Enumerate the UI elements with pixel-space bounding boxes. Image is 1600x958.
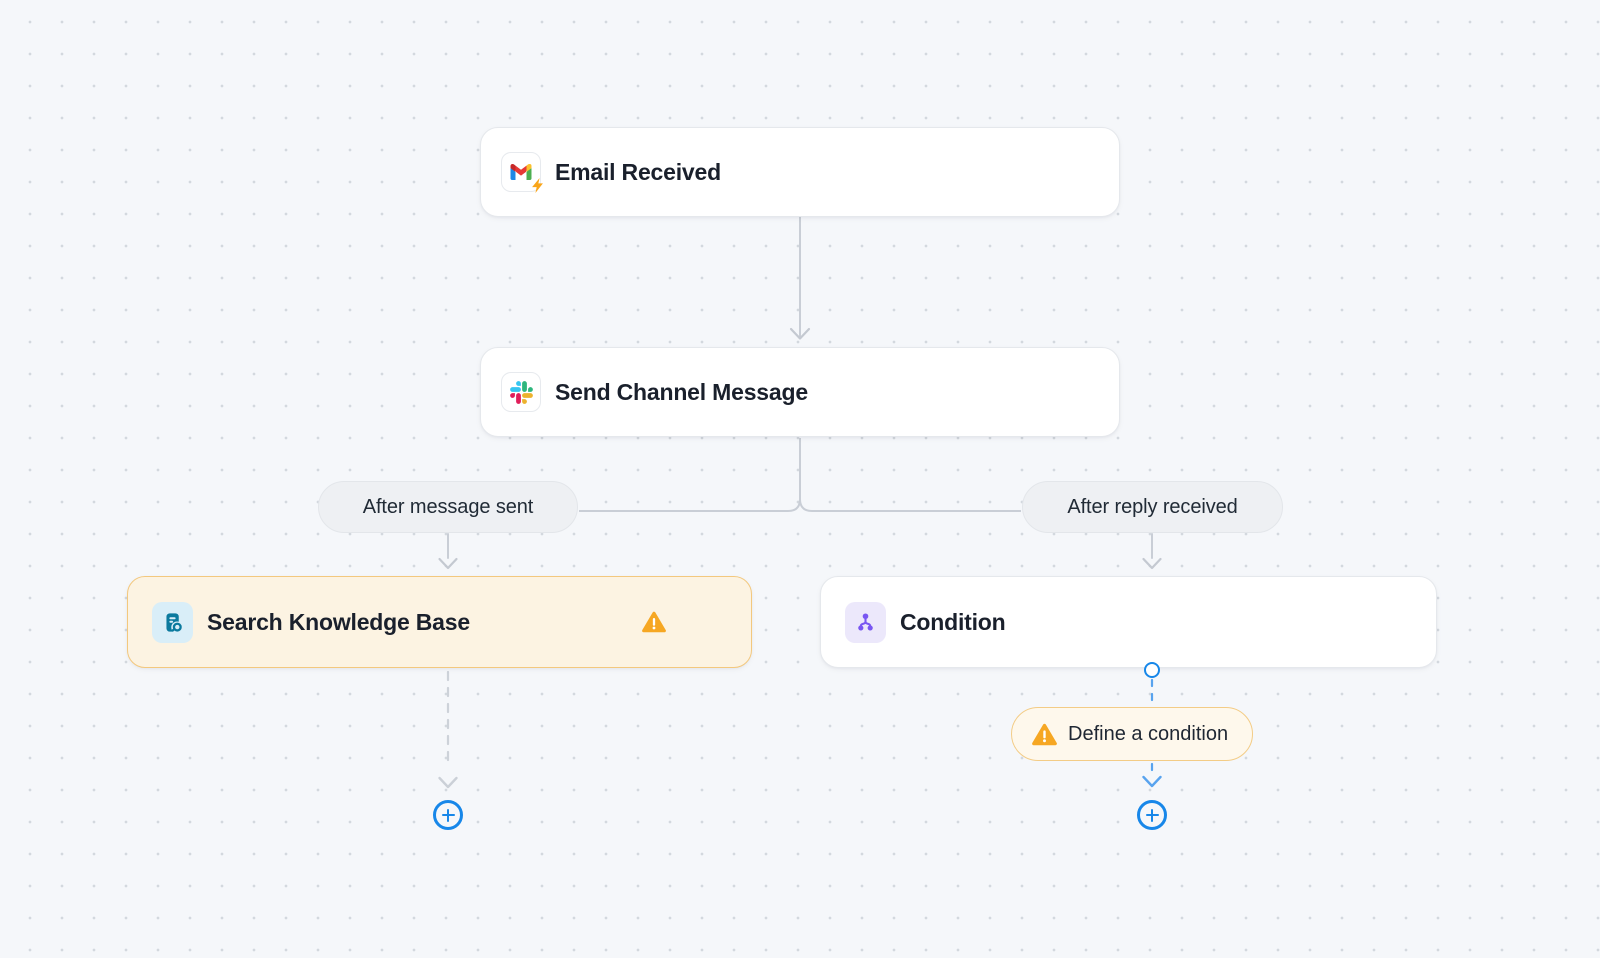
node-condition[interactable]: Condition bbox=[820, 576, 1437, 668]
condition-icon bbox=[845, 601, 886, 643]
hint-label: Define a condition bbox=[1068, 722, 1229, 745]
add-step-button-left[interactable] bbox=[433, 800, 463, 830]
edge-split-right bbox=[799, 498, 1021, 512]
arrowhead-search-kb-dashed-icon bbox=[438, 776, 458, 789]
node-email-received[interactable]: Email Received bbox=[480, 127, 1120, 217]
arrowhead-right-pill-icon bbox=[1142, 557, 1162, 570]
node-title: Email Received bbox=[555, 158, 721, 185]
edge-split-left bbox=[579, 438, 801, 512]
warning-triangle-icon bbox=[642, 611, 666, 633]
gmail-icon bbox=[501, 152, 543, 193]
node-search-knowledge-base[interactable]: Search Knowledge Base bbox=[127, 576, 752, 668]
add-step-button-right[interactable] bbox=[1137, 800, 1167, 830]
trigger-bolt-icon bbox=[532, 178, 543, 193]
warning-triangle-icon bbox=[1032, 723, 1057, 746]
knowledge-base-icon bbox=[152, 601, 193, 643]
branch-label-after-message-sent: After message sent bbox=[318, 481, 578, 533]
arrowhead-left-pill-icon bbox=[438, 557, 458, 570]
node-title: Search Knowledge Base bbox=[207, 608, 470, 635]
node-title: Send Channel Message bbox=[555, 378, 808, 405]
define-condition-hint[interactable]: Define a condition bbox=[1011, 707, 1254, 761]
branch-label-after-reply-received: After reply received bbox=[1022, 481, 1283, 533]
arrowhead-trigger-to-slack-icon bbox=[789, 327, 811, 340]
condition-output-handle[interactable] bbox=[1144, 662, 1160, 678]
arrowhead-condition-branch-icon bbox=[1142, 775, 1162, 788]
node-send-channel-message[interactable]: Send Channel Message bbox=[480, 347, 1120, 437]
node-title: Condition bbox=[900, 608, 1006, 635]
slack-icon bbox=[501, 372, 541, 412]
